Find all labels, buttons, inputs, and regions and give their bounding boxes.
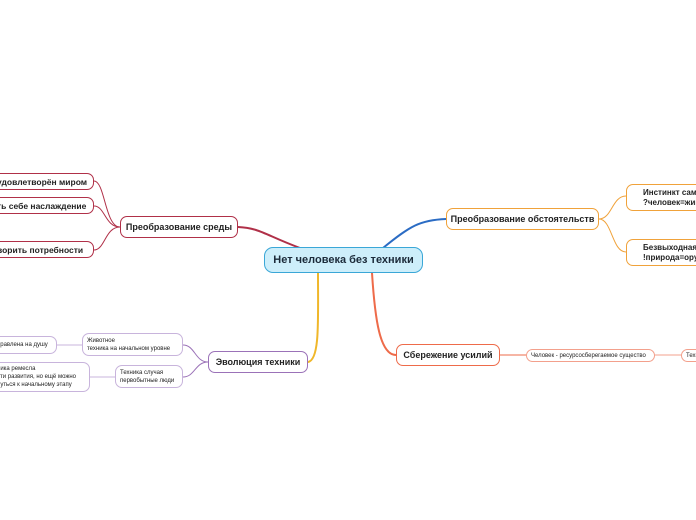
connector-env-3 bbox=[93, 226, 121, 251]
subtopic-save-1[interactable]: Человек - ресурсосберегаемое существо bbox=[526, 349, 655, 362]
connector-environment bbox=[237, 226, 301, 249]
subtopic-circ-1[interactable]: Инстинкт самс ?человек=живо bbox=[626, 184, 696, 211]
connector-circ-1 bbox=[598, 195, 627, 220]
central-topic-label: Нет человека без техники bbox=[273, 254, 414, 266]
leaf-evo-1[interactable]: правлена на душу bbox=[0, 336, 57, 354]
connector-saving bbox=[371, 272, 397, 356]
subtopic-evo-1[interactable]: Животное техника на начальном уровне bbox=[82, 333, 183, 356]
subtopic-env-2[interactable]: ть себе наслаждение bbox=[0, 197, 94, 214]
topic-evolution[interactable]: Эволюция техники bbox=[208, 351, 308, 373]
connector-circumstances bbox=[382, 218, 447, 249]
subtopic-circ-1-label: Инстинкт самс ?человек=живо bbox=[643, 187, 696, 207]
subtopic-circ-2-label: Безвыходная с !природа=ору bbox=[643, 242, 696, 262]
central-topic[interactable]: Нет человека без техники bbox=[264, 247, 423, 273]
subtopic-evo-1-label: Животное техника на начальном уровне bbox=[87, 337, 171, 352]
topic-circumstances[interactable]: Преобразование обстоятельств bbox=[446, 208, 599, 230]
connector-evo-2 bbox=[182, 361, 209, 378]
subtopic-env-1[interactable]: удовлетворён миром bbox=[0, 173, 94, 190]
subtopic-circ-2[interactable]: Безвыходная с !природа=ору bbox=[626, 239, 696, 266]
topic-environment[interactable]: Преобразование среды bbox=[120, 216, 238, 238]
topic-circumstances-label: Преобразование обстоятельств bbox=[450, 214, 595, 224]
connector-env-2 bbox=[93, 205, 121, 228]
subtopic-env-3-label: ворить потребности bbox=[0, 244, 84, 255]
leaf-save-1-label: Техн bbox=[686, 352, 696, 359]
leaf-evo-1-label: правлена на душу bbox=[0, 342, 48, 348]
leaf-save-1[interactable]: Техн bbox=[681, 349, 696, 362]
connector-evolution bbox=[307, 272, 320, 363]
leaf-evo-2[interactable]: ника ремесла ути развития, но ещё можно … bbox=[0, 362, 90, 392]
subtopic-save-1-label: Человек - ресурсосберегаемое существо bbox=[531, 352, 646, 359]
topic-saving[interactable]: Сбережение усилий bbox=[396, 344, 500, 366]
topic-saving-label: Сбережение усилий bbox=[403, 350, 493, 360]
topic-evolution-label: Эволюция техники bbox=[215, 357, 301, 367]
topic-environment-label: Преобразование среды bbox=[125, 222, 233, 232]
connector-circ-2 bbox=[598, 218, 627, 253]
subtopic-evo-2[interactable]: Техника случая первобытные люди bbox=[115, 365, 183, 388]
subtopic-env-3[interactable]: ворить потребности bbox=[0, 241, 94, 258]
subtopic-env-1-label: удовлетворён миром bbox=[0, 176, 88, 187]
subtopic-env-2-label: ть себе наслаждение bbox=[0, 200, 87, 211]
connector-evo-1 bbox=[182, 344, 209, 363]
leaf-evo-2-label: ника ремесла ути развития, но ещё можно … bbox=[0, 366, 76, 388]
connector-env-1 bbox=[93, 180, 121, 228]
subtopic-evo-2-label: Техника случая первобытные люди bbox=[120, 369, 175, 384]
